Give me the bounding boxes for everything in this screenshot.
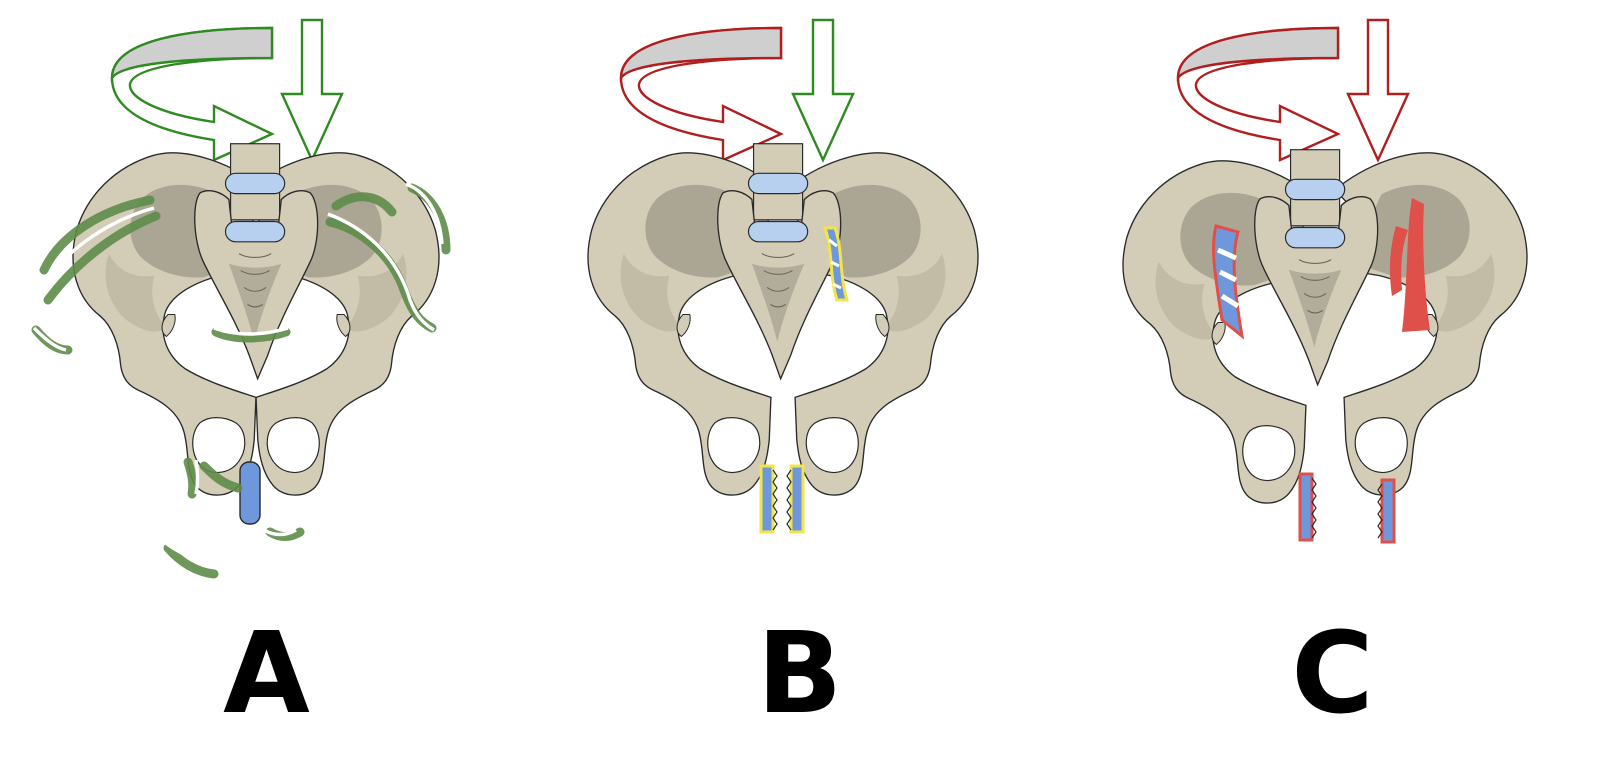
pubic-symphysis <box>239 461 261 525</box>
panel-c: C <box>1066 0 1599 757</box>
pubic-disruption <box>1298 472 1396 544</box>
symphysis-diastasis <box>759 464 805 534</box>
rotation-arrow-band <box>110 26 274 83</box>
panel-b-illustration <box>587 18 979 534</box>
panel-b: B <box>533 0 1066 757</box>
panel-a-illustration <box>31 18 451 579</box>
pelvis <box>72 142 440 496</box>
panel-a: A <box>0 0 533 757</box>
pelvis <box>1122 148 1528 504</box>
vertical-arrow-icon <box>280 18 344 163</box>
rotation-arrow-band <box>1176 26 1340 83</box>
fracture-lines <box>32 182 444 564</box>
panel-c-label: C <box>1291 609 1374 739</box>
panel-b-label: B <box>756 609 843 739</box>
vertical-arrow-icon <box>791 18 855 163</box>
panel-c-illustration <box>1122 18 1528 544</box>
panel-a-label: A <box>223 609 310 739</box>
rotation-arrow-band <box>619 26 783 83</box>
vertical-arrow-icon <box>1346 18 1410 163</box>
right-vertical-fracture <box>1389 198 1430 332</box>
si-joint-opening <box>822 226 850 302</box>
left-si-disruption <box>1212 224 1245 340</box>
pelvis <box>587 142 979 496</box>
